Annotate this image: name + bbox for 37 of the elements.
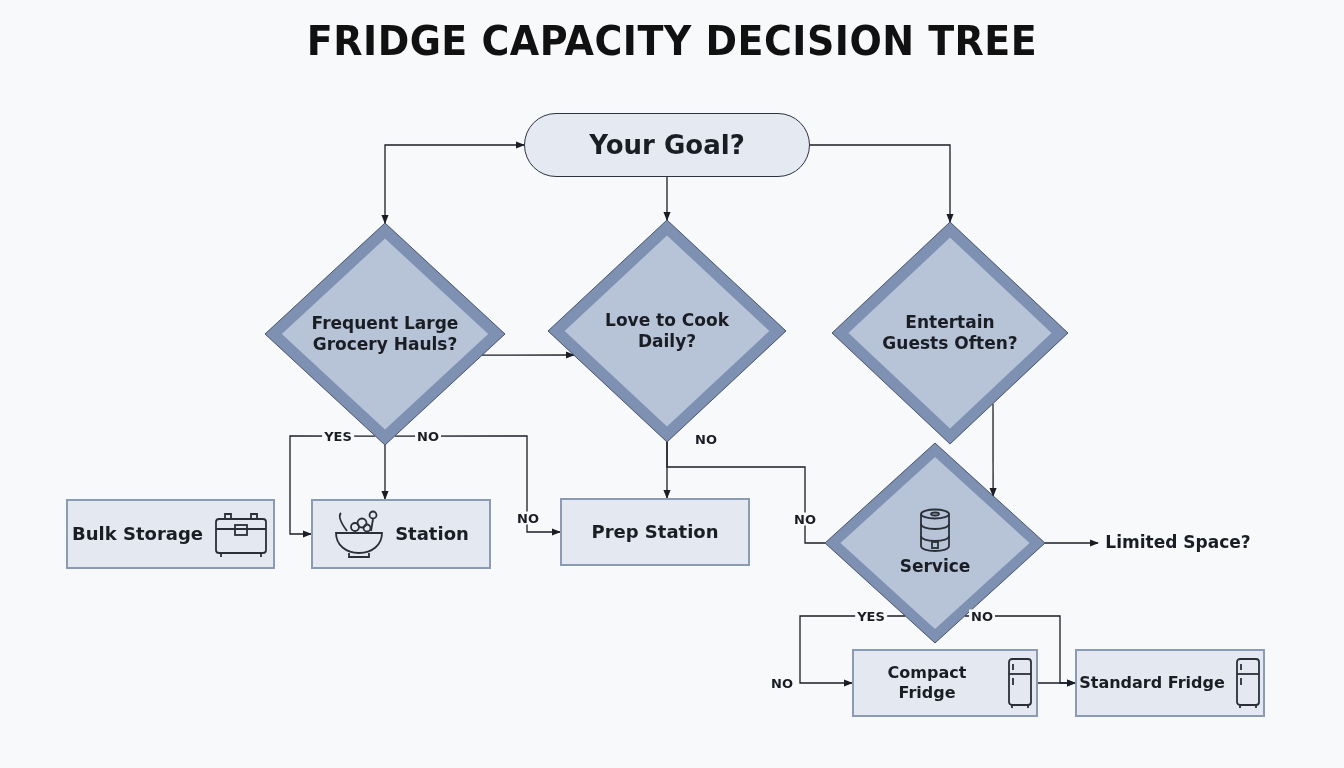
connector-arrow (381, 444, 389, 500)
branch-label: NO (515, 511, 541, 525)
edge-label: NO (693, 432, 719, 446)
edge-label: NO (969, 609, 995, 623)
edge-label: NO (792, 512, 818, 526)
node-label: Prep Station (591, 520, 719, 544)
connector-arrow (1044, 539, 1099, 547)
outcome-box (66, 499, 275, 569)
connector-arrow (381, 141, 525, 224)
decision-diamond (825, 443, 1045, 643)
outcome-box (560, 498, 750, 566)
edge-label: NO (415, 429, 441, 443)
diagram-title: FRIDGE CAPACITY DECISION TREE (305, 18, 1039, 64)
connector-arrow (663, 176, 671, 221)
edge-label: YES (855, 609, 887, 623)
connector-arrow (809, 144, 954, 223)
node-label: Station (395, 522, 469, 546)
connector-arrow (989, 403, 997, 497)
branch-label: NO (769, 676, 795, 690)
node-label: Standard Fridge (1079, 673, 1225, 693)
decision-diamond (265, 223, 505, 445)
node-label: Entertain Guests Often? (881, 311, 1019, 355)
outcome-box (311, 499, 491, 569)
connector-arrow (1037, 679, 1076, 687)
connector-arrow (481, 351, 575, 359)
outcome-box (1075, 649, 1265, 717)
node-label: Bulk Storage (72, 522, 203, 546)
node-label: Service (899, 556, 971, 578)
decision-diamond (548, 220, 786, 442)
outcome-box (852, 649, 1038, 717)
edge-label: YES (322, 429, 354, 443)
node-label: Love to Cook Daily? (604, 309, 730, 353)
node-label: Compact Fridge (886, 663, 968, 703)
decision-diamond (832, 222, 1068, 444)
node-label: Frequent Large Grocery Hauls? (310, 312, 460, 356)
node-label: Limited Space? (1105, 532, 1251, 554)
node-label: Your Goal? (589, 128, 745, 162)
